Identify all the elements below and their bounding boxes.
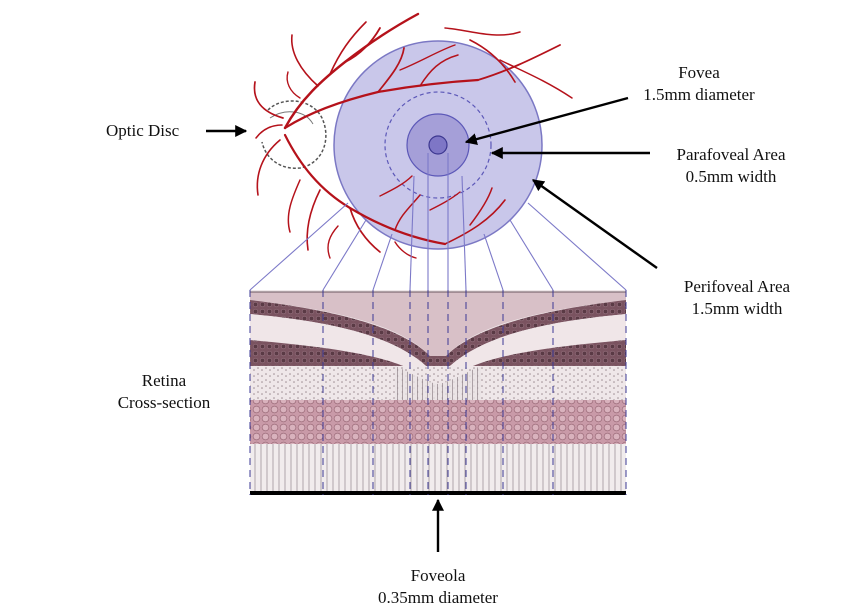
optic-disc-title: Optic Disc: [106, 121, 180, 140]
perifoveal-size: 1.5mm width: [691, 299, 783, 318]
retina-subtitle: Cross-section: [117, 393, 211, 412]
section-guides: [249, 290, 627, 495]
fovea-arrow: [464, 96, 629, 145]
perifoveal-label: Perifoveal Area 1.5mm width: [664, 276, 810, 320]
fovea-title: Fovea: [678, 63, 720, 82]
retina-title: Retina: [141, 371, 187, 390]
fundus-view: [253, 12, 573, 259]
foveola-title: Foveola: [410, 566, 466, 585]
fovea-label: Fovea 1.5mm diameter: [626, 62, 772, 106]
perifoveal-arrow: [532, 179, 658, 269]
fovea-size: 1.5mm diameter: [643, 85, 755, 104]
parafoveal-title: Parafoveal Area: [676, 145, 786, 164]
foveola-size: 0.35mm diameter: [378, 588, 498, 607]
pointer-arrows: [206, 96, 658, 552]
foveola-dot: [428, 135, 448, 155]
perifoveal-title: Perifoveal Area: [683, 277, 791, 296]
parafoveal-size: 0.5mm width: [685, 167, 777, 186]
foveola-label: Foveola 0.35mm diameter: [358, 565, 518, 609]
blood-vessels: [253, 12, 573, 259]
retina-cross-section: [250, 290, 626, 495]
projection-lines: [249, 153, 627, 291]
optic-disc-label: Optic Disc: [106, 120, 179, 142]
parafoveal-label: Parafoveal Area 0.5mm width: [657, 144, 805, 188]
parafoveal-ring: [384, 91, 492, 199]
retina-label: Retina Cross-section: [98, 370, 230, 414]
